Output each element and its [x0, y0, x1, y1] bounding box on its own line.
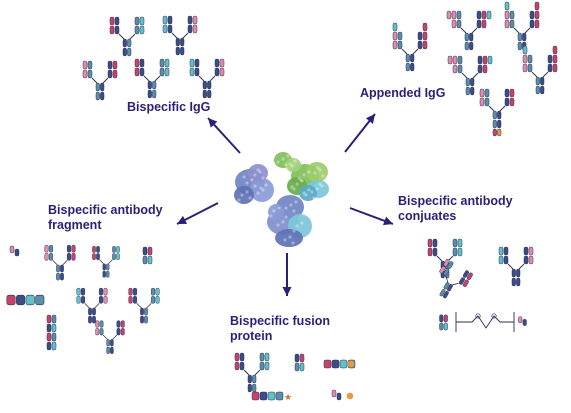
- star-icon: ★: [284, 393, 292, 403]
- conjugate-antibody-icon: [439, 259, 473, 299]
- arrow-to-appended-igg: [344, 113, 376, 153]
- fragment-icon: [9, 245, 20, 257]
- arrow-to-fusion-protein: [282, 253, 292, 296]
- label-bispecific-antibody-fragment: Bispecific antibody fragment: [48, 203, 163, 232]
- arrow-to-antibody-conjugates: [349, 207, 394, 226]
- fragment-antibody-icon: [44, 244, 76, 281]
- appended-igg-antibody-icon: [504, 1, 540, 51]
- appended-igg-antibody-icon: [522, 45, 558, 95]
- fragment-antibody-icon: [95, 320, 125, 355]
- payload-dot-icon: [346, 392, 354, 400]
- central-antibody-structure: [234, 152, 329, 247]
- fusion-fragment-icon: [331, 389, 342, 401]
- bispecific-igg-antibody-icon: [134, 58, 170, 99]
- fragment-antibody-icon: [128, 287, 160, 324]
- label-bispecific-igg: Bispecific IgG: [127, 100, 211, 114]
- arrow-to-bispecific-igg: [207, 117, 241, 154]
- fusion-fragment-icon: [294, 353, 305, 372]
- peg-linker-icon: [455, 312, 515, 332]
- fragment-icon: [439, 314, 448, 331]
- bispecific-igg-antibody-icon: [82, 60, 118, 101]
- fusion-antibody-icon: [234, 352, 270, 393]
- bispecific-igg-antibody-icon: [109, 16, 145, 57]
- fusion-fragment-icon: [251, 391, 284, 401]
- label-bispecific-antibody-conjugates: Bispecific antibody conjuates: [398, 194, 513, 223]
- payload-dot-icon: [347, 360, 355, 368]
- arrow-to-antibody-fragment: [176, 202, 219, 225]
- bispecific-igg-antibody-icon: [162, 15, 198, 56]
- label-appended-igg: Appended IgG: [360, 86, 446, 100]
- fragment-icon: [518, 316, 527, 326]
- fragment-antibody-icon: [76, 287, 108, 324]
- appended-igg-antibody-icon: [392, 22, 428, 72]
- fragment-tandem-icon: [6, 294, 45, 306]
- appended-igg-antibody-icon: [446, 10, 492, 51]
- fragment-icon: [142, 246, 153, 265]
- bispecific-igg-antibody-icon: [189, 58, 225, 99]
- appended-igg-antibody-icon: [447, 55, 493, 96]
- fragment-antibody-icon: [92, 245, 120, 278]
- fragment-column-icon: [46, 314, 57, 351]
- label-bispecific-fusion-protein: Bispecific fusion protein: [230, 314, 331, 343]
- appended-igg-antibody-icon: [479, 88, 515, 137]
- conjugate-antibody-icon: [498, 246, 534, 287]
